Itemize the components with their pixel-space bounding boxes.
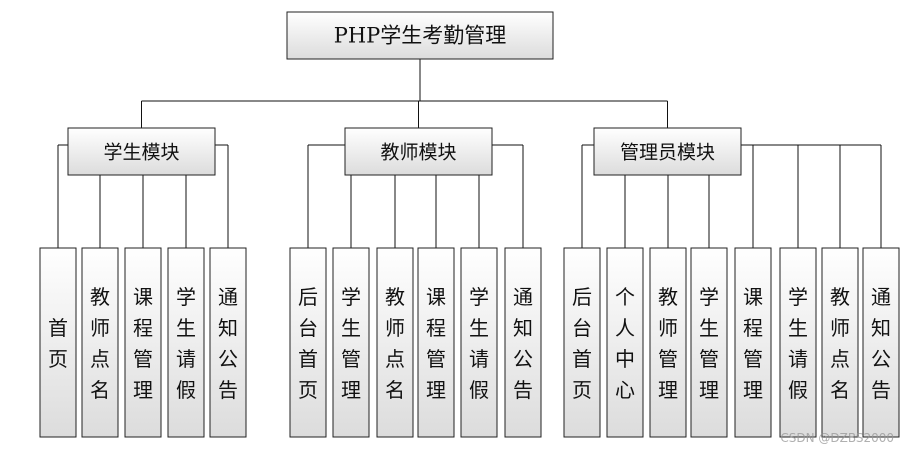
module-box-1 xyxy=(67,127,216,176)
leaf-label-2-3: 教师点名 xyxy=(385,285,405,402)
leaf-label-3-7: 教师点名 xyxy=(830,285,850,402)
leaf-label-2-2: 学生管理 xyxy=(341,285,361,402)
title-text: PHP学生考勤管理 xyxy=(334,24,507,48)
module-title-3: 管理员模块 xyxy=(620,142,715,164)
module-title-2: 教师模块 xyxy=(380,142,456,164)
leaf-box-1-1 xyxy=(39,247,77,438)
leaf-label-3-1: 后台首页 xyxy=(572,285,592,402)
leaf-box-2-1 xyxy=(289,247,327,438)
leaf-box-2-3 xyxy=(376,247,414,438)
leaf-box-3-1 xyxy=(563,247,601,438)
leaf-label-3-2: 个人中心 xyxy=(615,285,635,402)
leaf-box-1-5 xyxy=(209,247,247,438)
leaf-label-2-5: 学生请假 xyxy=(469,285,489,402)
leaf-box-3-2 xyxy=(606,247,644,438)
leaf-label-1-1: 首页 xyxy=(48,316,68,371)
leaf-box-3-7 xyxy=(821,247,859,438)
leaf-label-3-8: 通知公告 xyxy=(871,285,891,402)
leaf-label-2-1: 后台首页 xyxy=(298,285,318,402)
module-title-1: 学生模块 xyxy=(103,142,179,164)
leaf-box-3-8 xyxy=(862,247,900,438)
leaf-box-2-5 xyxy=(460,247,498,438)
leaf-label-3-4: 学生管理 xyxy=(699,285,719,402)
leaf-label-2-6: 通知公告 xyxy=(513,285,533,402)
leaf-label-3-6: 学生请假 xyxy=(788,285,808,402)
leaf-box-3-3 xyxy=(649,247,687,438)
title-box xyxy=(286,11,554,60)
leaf-box-3-4 xyxy=(690,247,728,438)
leaf-label-1-5: 通知公告 xyxy=(218,285,238,402)
leaf-label-3-3: 教师管理 xyxy=(658,285,678,402)
leaf-label-1-3: 课程管理 xyxy=(133,285,153,402)
leaf-box-3-5 xyxy=(734,247,772,438)
leaf-box-2-4 xyxy=(417,247,455,438)
leaf-label-1-4: 学生请假 xyxy=(176,285,196,402)
leaf-box-1-3 xyxy=(124,247,162,438)
module-box-2 xyxy=(344,127,493,176)
leaf-box-2-2 xyxy=(332,247,370,438)
leaf-label-3-5: 课程管理 xyxy=(743,285,763,402)
leaf-label-2-4: 课程管理 xyxy=(426,285,446,402)
leaf-box-1-4 xyxy=(167,247,205,438)
leaf-box-3-6 xyxy=(779,247,817,438)
watermark: CSDN @DZBS2000 xyxy=(780,431,894,445)
module-box-3 xyxy=(593,127,742,176)
leaf-label-1-2: 教师点名 xyxy=(90,285,110,402)
leaf-box-1-2 xyxy=(81,247,119,438)
leaf-box-2-6 xyxy=(504,247,542,438)
